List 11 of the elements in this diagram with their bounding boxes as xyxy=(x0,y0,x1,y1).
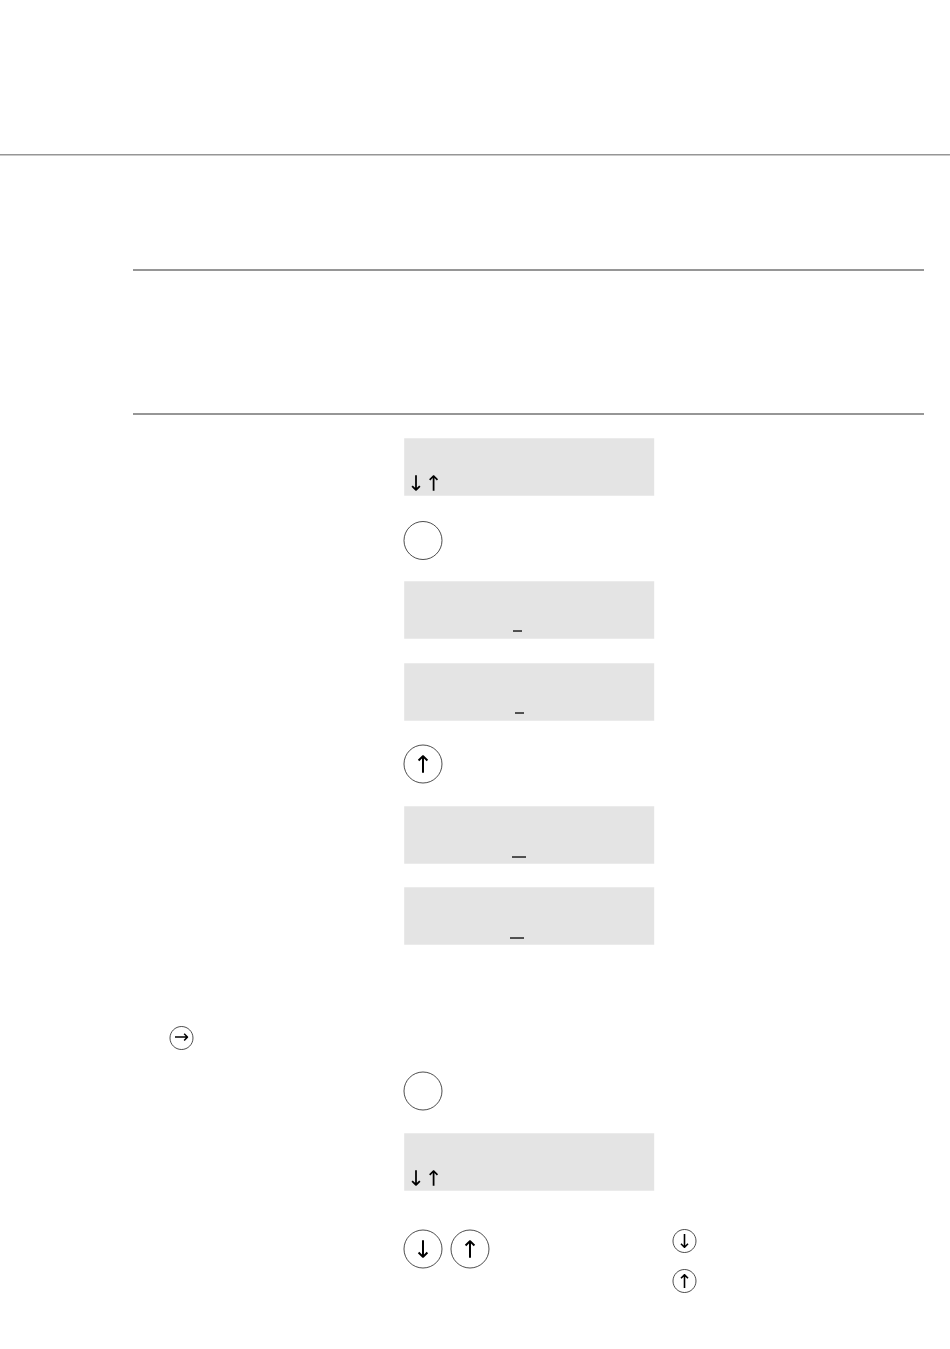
display-screen: ↓↑ xyxy=(404,1133,655,1191)
key-button xyxy=(403,1071,443,1111)
key-button: ↓ xyxy=(403,1229,443,1269)
key-button: ↑ xyxy=(450,1229,490,1269)
display-screen xyxy=(404,887,655,945)
display-screen: ↓↑ xyxy=(404,438,655,496)
key-button xyxy=(403,521,443,560)
key-button: ↑ xyxy=(403,744,443,784)
display-screen xyxy=(404,581,655,639)
display-screen xyxy=(404,663,655,721)
display-screen xyxy=(404,806,655,864)
